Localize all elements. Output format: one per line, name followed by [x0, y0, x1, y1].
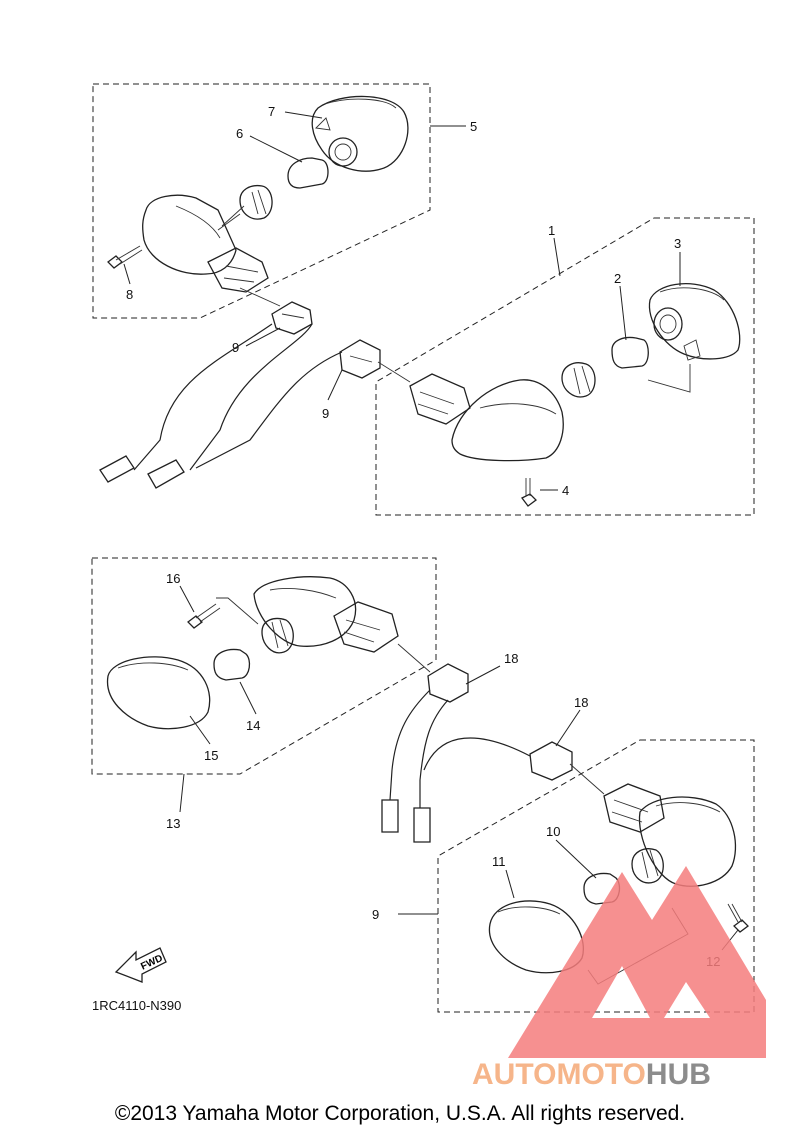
label-part-4: 4	[562, 483, 569, 498]
assembly-5	[92, 83, 431, 319]
bulb-6	[287, 157, 329, 189]
label-part-9a: 9	[232, 340, 239, 355]
watermark-text-part2: HUB	[645, 1058, 711, 1091]
terminal-bottom-left	[381, 799, 399, 833]
copyright-notice: ©2013 Yamaha Motor Corporation, U.S.A. A…	[114, 1102, 686, 1125]
connector-18b	[529, 741, 573, 781]
label-part-9b: 9	[322, 406, 329, 421]
bulb-15	[213, 648, 251, 681]
watermark-text-part1: AUTOMOTO	[472, 1058, 646, 1091]
diagram-code: 1RC4110-N390	[92, 998, 181, 1013]
assembly-1	[375, 217, 755, 516]
label-part-17: 16	[166, 571, 180, 586]
label-part-3: 3	[674, 236, 681, 251]
label-part-14: 13	[166, 816, 180, 831]
terminal-bottom-right	[413, 807, 431, 843]
label-part-18b: 18	[574, 695, 588, 710]
wire-harness-bottom	[389, 689, 431, 801]
fwd-arrow-icon: FWD	[114, 947, 167, 983]
housing-5	[142, 194, 237, 275]
terminal-top-right	[147, 459, 185, 489]
lens-7	[311, 95, 409, 172]
part-labels: 7 6 5 8 9 9 1 2 3 4 16 14 15 13 18 18 10…	[126, 104, 720, 969]
label-part-16: 15	[204, 748, 218, 763]
assembly-14	[91, 557, 437, 775]
housing-1	[451, 379, 564, 462]
bulb-2	[611, 336, 649, 369]
label-part-2: 2	[614, 271, 621, 286]
label-part-11: 10	[546, 824, 560, 839]
housing-14	[253, 576, 357, 647]
label-part-12: 11	[492, 854, 506, 869]
screw-8	[107, 255, 123, 269]
terminal-top-left	[99, 455, 135, 483]
label-part-8: 8	[126, 287, 133, 302]
connector-18a	[427, 663, 469, 703]
wire-harness-top	[133, 323, 273, 471]
label-part-18a: 18	[504, 651, 518, 666]
housing-10	[638, 796, 737, 887]
label-part-1: 1	[548, 223, 555, 238]
screw-13	[733, 919, 749, 933]
label-part-5: 5	[470, 119, 477, 134]
label-part-7: 7	[268, 104, 275, 119]
screw-17	[187, 615, 203, 629]
watermark-text: AUTOMOTOHUB	[472, 1058, 711, 1092]
label-part-10: 9	[372, 907, 379, 922]
leader-lines	[123, 111, 739, 951]
label-part-15: 14	[246, 718, 260, 733]
lens-16	[106, 656, 211, 730]
lens-3	[648, 283, 741, 360]
label-part-6: 6	[236, 126, 243, 141]
automotohub-logo	[508, 866, 766, 1058]
screw-4	[521, 493, 537, 507]
